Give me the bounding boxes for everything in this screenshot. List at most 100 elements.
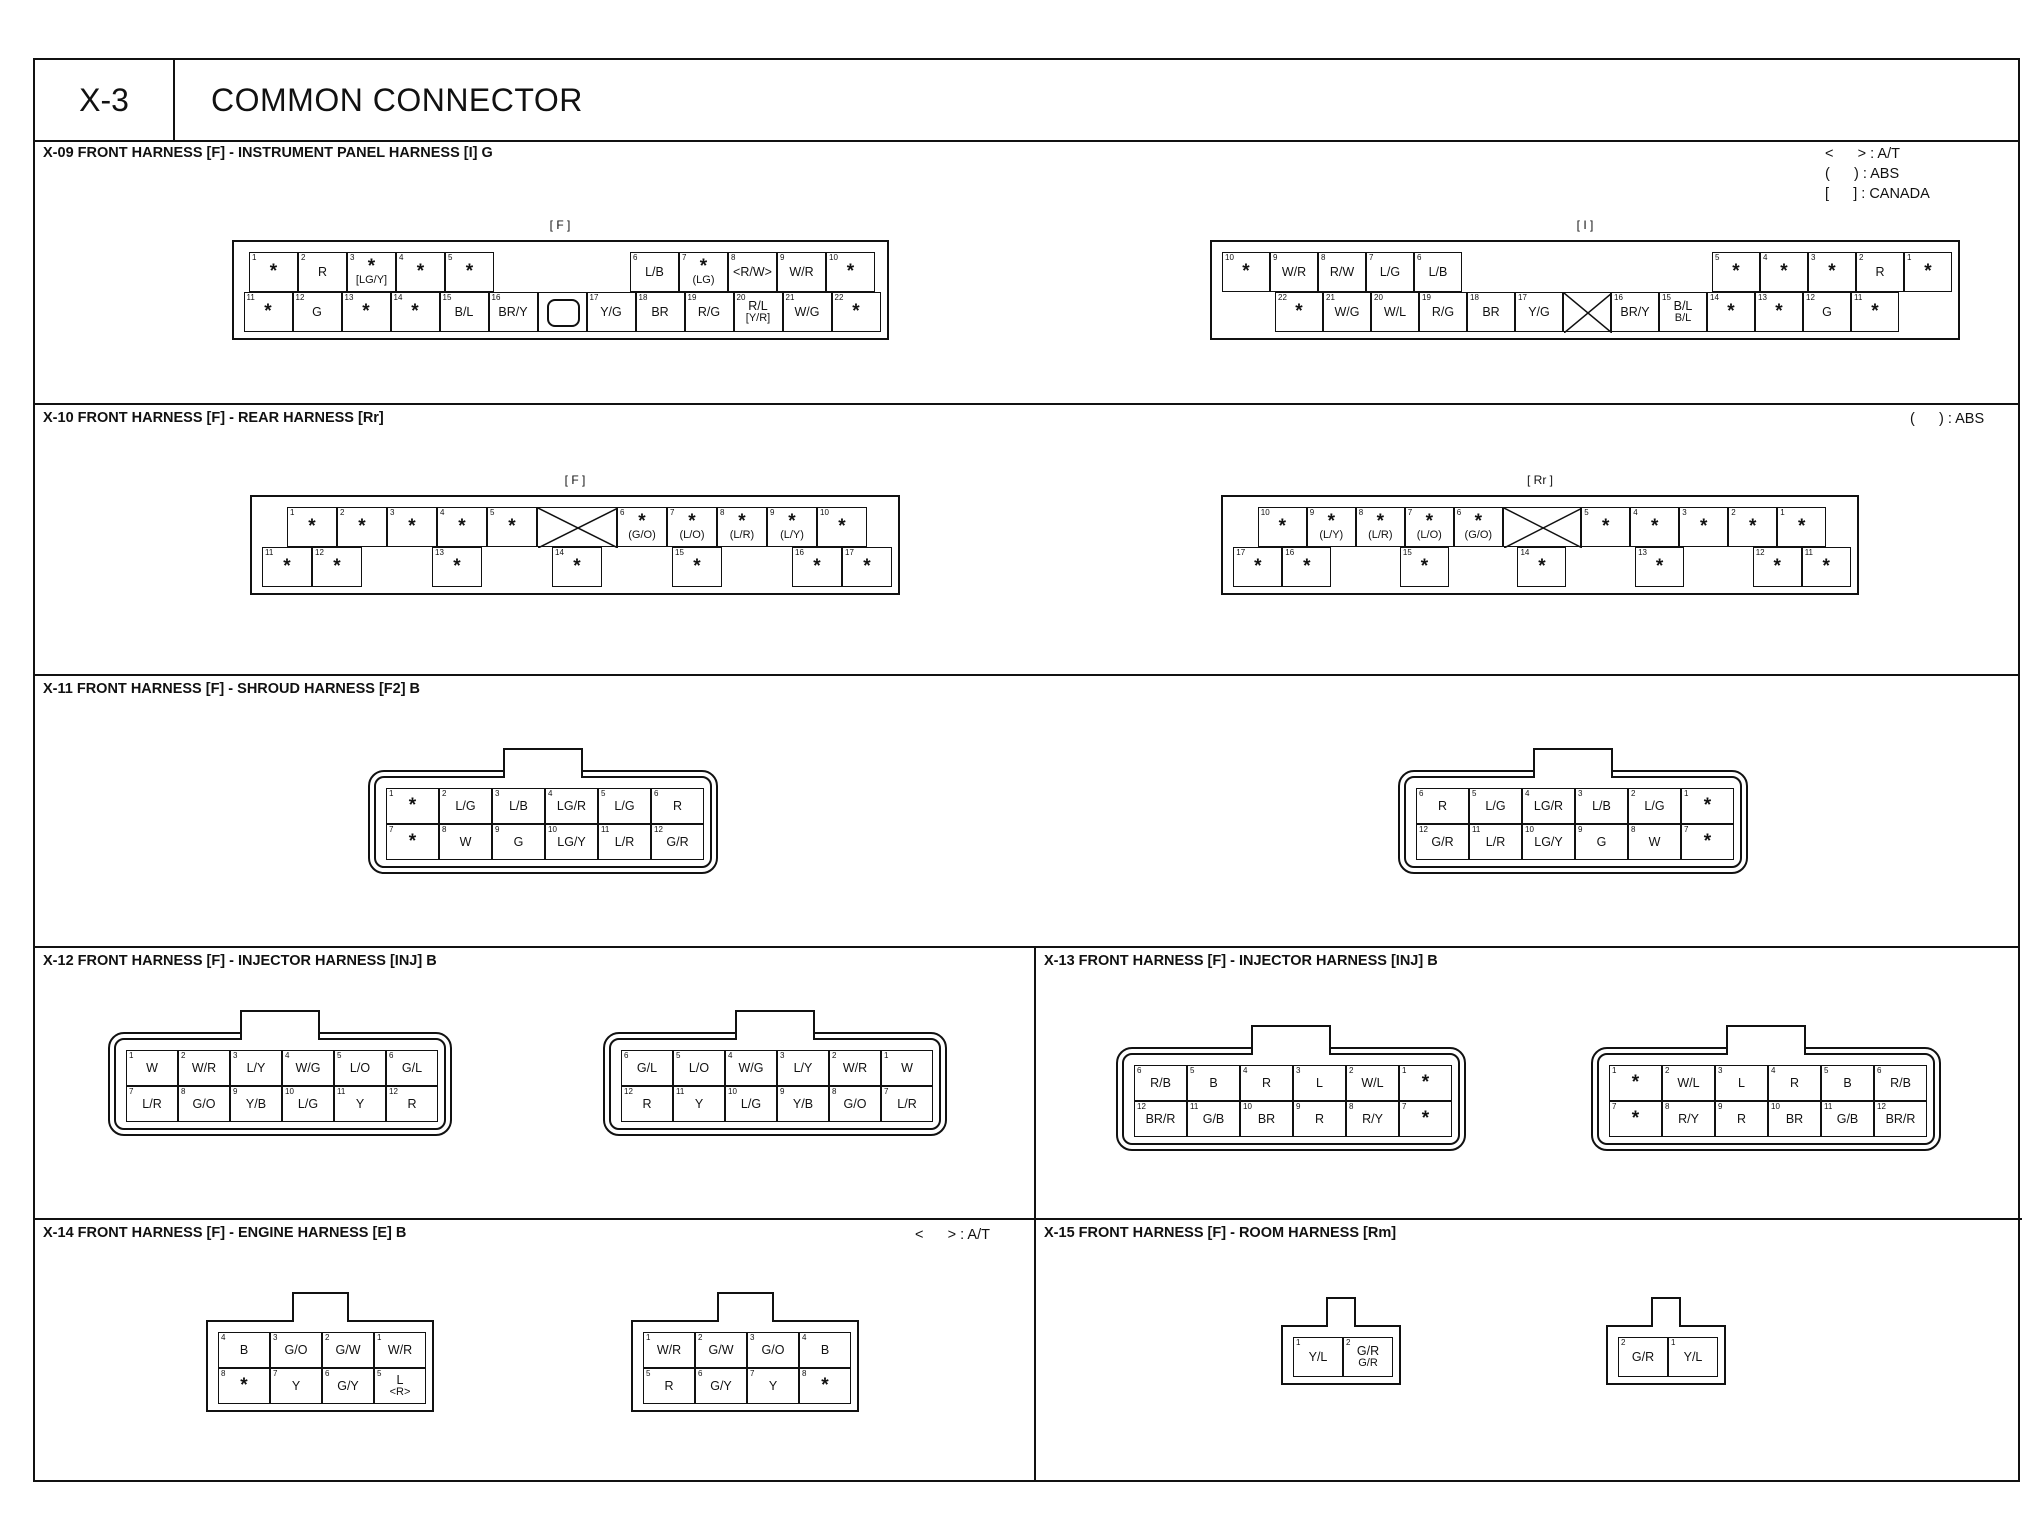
wire-color-alt: (G/O) xyxy=(628,528,656,541)
connector-x11-f: [F]1*2L/G3L/B4LG/R5L/G6R7*8W9G10LG/Y11L/… xyxy=(368,726,718,906)
pin-number: 5 xyxy=(377,1369,382,1378)
wire-color: L/G xyxy=(614,798,635,813)
pin-number: 8 xyxy=(1665,1102,1670,1111)
wire-color: * xyxy=(1828,261,1836,282)
wire-color: R/W xyxy=(1329,264,1355,279)
terminal-pin: 4* xyxy=(1760,252,1808,292)
pin-number: 1 xyxy=(1684,789,1689,798)
pin-number: 11 xyxy=(337,1087,346,1096)
wire-color: * xyxy=(416,261,425,282)
wire-color-alt: (L/R) xyxy=(1368,528,1393,541)
pin-number: 20 xyxy=(736,293,746,302)
section-x11: X-11 FRONT HARNESS [F] - SHROUD HARNESS … xyxy=(35,676,2018,948)
pin-number: 12 xyxy=(1806,293,1815,302)
wire-color: * xyxy=(240,1375,248,1396)
blank-cavity-icon xyxy=(1563,292,1612,333)
pin-number: 11 xyxy=(265,548,274,557)
wire-color: L/G xyxy=(1644,798,1665,813)
pin-number: 4 xyxy=(802,1333,807,1342)
terminal-pin: 8*(L/R) xyxy=(717,507,767,547)
terminal-pin: 10* xyxy=(817,507,867,547)
pin-number: 13 xyxy=(344,293,354,302)
legend: ( ) : ABS xyxy=(1910,411,1985,427)
connector-x15-rm: [Rm]2G/R1Y/L xyxy=(1586,1280,1746,1430)
pin-number: 17 xyxy=(1236,548,1246,557)
terminal-pin: 12 * xyxy=(312,547,362,587)
pin-number: 10 xyxy=(1225,253,1234,262)
wire-color: G/O xyxy=(284,1342,308,1357)
wire-color-alt: (G/O) xyxy=(1464,528,1493,541)
wire-color: L/B xyxy=(645,264,664,279)
pin-number: 8 xyxy=(1631,825,1636,834)
terminal-pin: 1* xyxy=(1609,1065,1662,1101)
wire-color: BR xyxy=(1482,304,1500,319)
wire-color: Y xyxy=(291,1378,301,1393)
wire-color: W/R xyxy=(842,1060,868,1075)
pin-number: 19 xyxy=(1422,293,1431,302)
connector-latch xyxy=(1533,748,1613,778)
wire-color: * xyxy=(852,301,860,322)
section-title: X-11 FRONT HARNESS [F] - SHROUD HARNESS … xyxy=(43,681,421,697)
connector-x10-f: [ F ]1*2*3*4*5*6*(G/O)7*(L/O)8*(L/R)9*(L… xyxy=(250,470,900,610)
terminal-pin: 7*(LG) xyxy=(679,252,728,292)
terminal-pin: 15* xyxy=(672,547,722,587)
wire-color: W/R xyxy=(1281,264,1307,279)
wire-color: L/R xyxy=(897,1096,917,1111)
pin-number: 2 xyxy=(1859,253,1864,262)
wire-color: * xyxy=(1631,1072,1640,1093)
pin-number: 8 xyxy=(731,253,736,262)
pin-number: 6 xyxy=(654,789,659,798)
wire-color: L/G xyxy=(740,1096,762,1111)
wire-color: Y xyxy=(694,1096,704,1111)
wire-color-alt: (L/Y) xyxy=(780,528,804,541)
pin-number: 12 xyxy=(1137,1102,1146,1111)
pin-number: 11 xyxy=(676,1087,685,1096)
pin-number: 7 xyxy=(670,508,675,517)
wire-color: B xyxy=(1843,1075,1852,1090)
pin-number: 11 xyxy=(1804,548,1813,557)
wire-color: W xyxy=(459,834,472,849)
pin-number: 9 xyxy=(780,1087,785,1096)
pin-number: 12 xyxy=(1419,825,1428,834)
terminal-pin: 9*(L/Y) xyxy=(767,507,817,547)
wire-color-alt: [Y/R] xyxy=(745,312,771,324)
connector-body: 10*9*(L/Y)8*(L/R)7*(L/O)6*(G/O)5*4*3*2*1… xyxy=(1221,495,1859,595)
wire-color: G/R xyxy=(1631,1349,1655,1364)
wire-color: * xyxy=(1303,556,1311,577)
pin-number: 5 xyxy=(601,789,606,798)
wire-color: L xyxy=(1738,1075,1745,1090)
legend: < > : A/T xyxy=(915,1227,990,1243)
terminal-pin: 3* xyxy=(1679,507,1729,547)
pin-number: 19 xyxy=(687,293,697,302)
connector-label: [ F ] xyxy=(549,218,571,232)
pin-number: 7 xyxy=(273,1369,278,1378)
wire-color: L/G xyxy=(1485,798,1506,813)
wire-color: G xyxy=(1822,304,1832,319)
pin-number: 4 xyxy=(399,253,404,262)
pin-number: 3 xyxy=(1296,1066,1301,1075)
pin-number: 10 xyxy=(829,253,838,262)
wire-color: L/Y xyxy=(246,1060,266,1075)
pin-number: 12 xyxy=(315,548,324,557)
pin-number: 6 xyxy=(1137,1066,1142,1075)
section-x10: X-10 FRONT HARNESS [F] - REAR HARNESS [R… xyxy=(35,405,2018,676)
pin-number: 7 xyxy=(1369,253,1374,262)
pin-number: 8 xyxy=(221,1369,226,1378)
wire-color: * xyxy=(333,556,341,577)
